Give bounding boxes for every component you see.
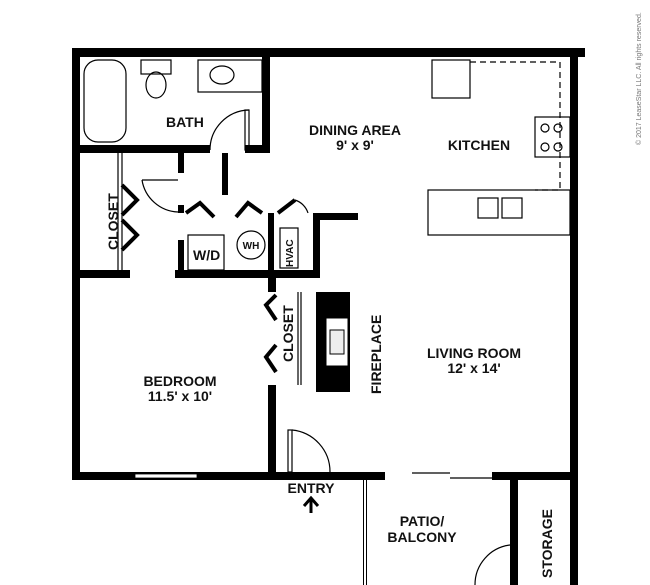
hall-closet-label: CLOSET — [105, 193, 121, 250]
living-room-label: LIVING ROOM — [427, 345, 521, 361]
storage-label: STORAGE — [539, 509, 555, 578]
walls — [72, 48, 585, 585]
living-room-size: 12' x 14' — [447, 360, 500, 376]
hvac-label: HVAC — [285, 239, 296, 267]
fireplace-label: FIREPLACE — [368, 315, 384, 394]
patio-label: PATIO/ — [400, 513, 445, 529]
kitchen-label: KITCHEN — [448, 137, 510, 153]
room-labels: BATH DINING AREA 9' x 9' KITCHEN CLOSET … — [105, 114, 555, 578]
balcony-label: BALCONY — [387, 529, 457, 545]
wh-label: WH — [243, 241, 260, 252]
doors — [120, 109, 511, 585]
bedroom-size: 11.5' x 10' — [148, 388, 212, 404]
entry-arrow-icon — [302, 495, 320, 513]
bedroom-closet-label: CLOSET — [280, 305, 296, 362]
bedroom-label: BEDROOM — [143, 373, 216, 389]
bath-label: BATH — [166, 114, 204, 130]
dining-size: 9' x 9' — [336, 137, 374, 153]
wd-label: W/D — [193, 247, 220, 263]
entry-label: ENTRY — [288, 480, 336, 496]
fixtures — [83, 59, 571, 585]
dining-label: DINING AREA — [309, 122, 401, 138]
copyright-text: © 2017 LeaseStar LLC. All rights reserve… — [635, 12, 643, 145]
